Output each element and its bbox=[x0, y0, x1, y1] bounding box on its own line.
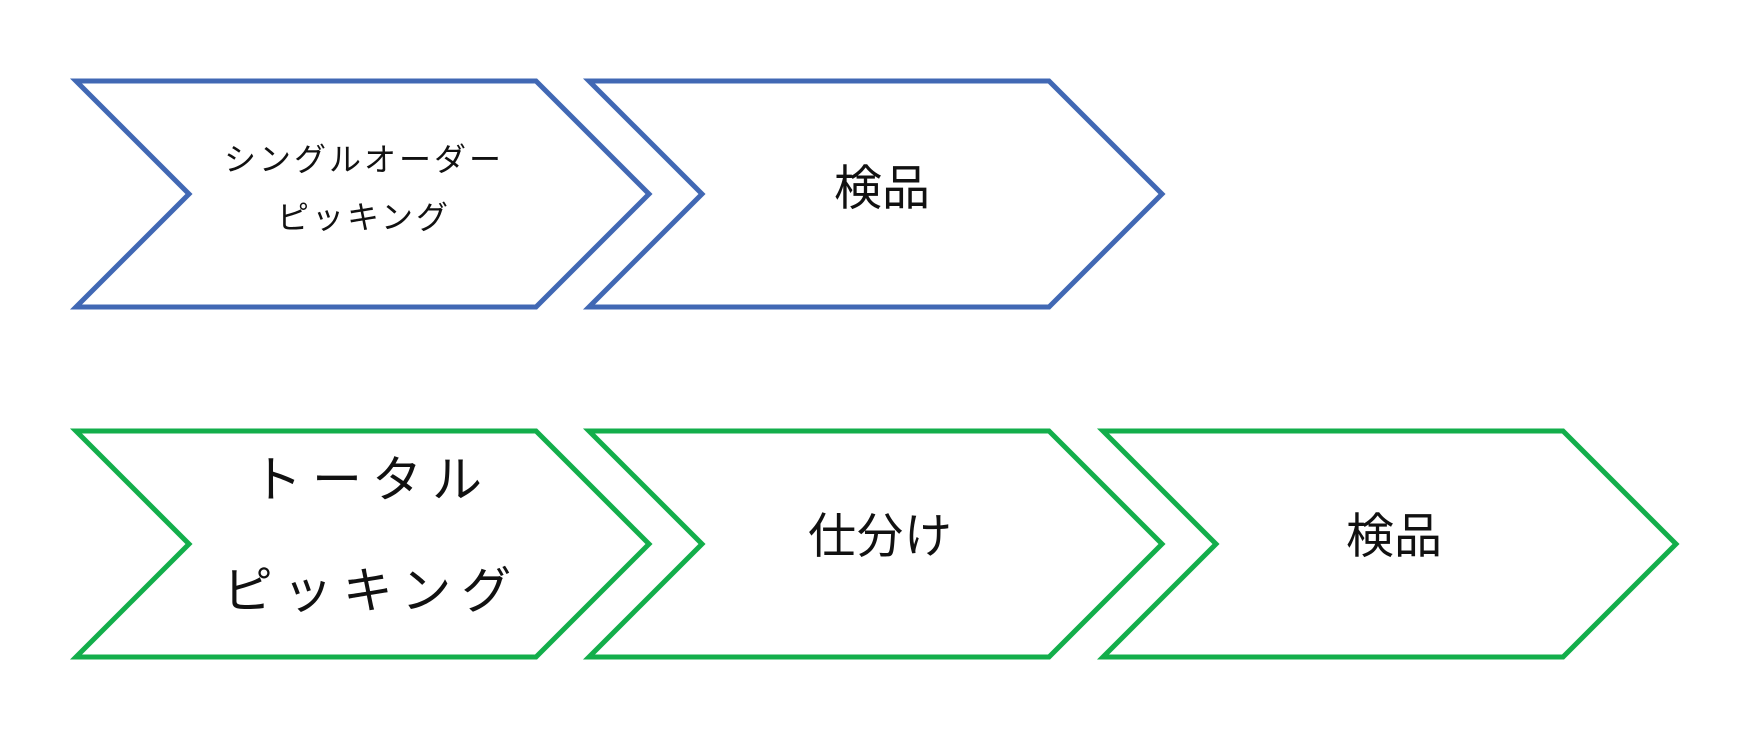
single-order-picking-label-line2: ピッキング bbox=[277, 199, 451, 237]
total-inspection-step bbox=[1096, 428, 1680, 660]
total-picking-row: トータル ピッキング 仕分け 検品 bbox=[69, 428, 1680, 660]
total-picking-label-line1: トータル bbox=[252, 451, 492, 509]
single-order-picking-label-line1: シングルオーダー bbox=[224, 141, 504, 179]
total-picking-label-line2: ピッキング bbox=[223, 562, 522, 620]
single-order-picking-step bbox=[69, 78, 653, 310]
total-inspection-label: 検品 bbox=[1346, 509, 1442, 565]
sorting-label: 仕分け bbox=[808, 509, 952, 565]
single-order-inspection-label: 検品 bbox=[834, 161, 930, 217]
single-order-inspection-step bbox=[582, 78, 1166, 310]
single-order-row: シングルオーダー ピッキング 検品 bbox=[69, 78, 1166, 310]
total-picking-step bbox=[69, 428, 653, 660]
sorting-step bbox=[582, 428, 1166, 660]
